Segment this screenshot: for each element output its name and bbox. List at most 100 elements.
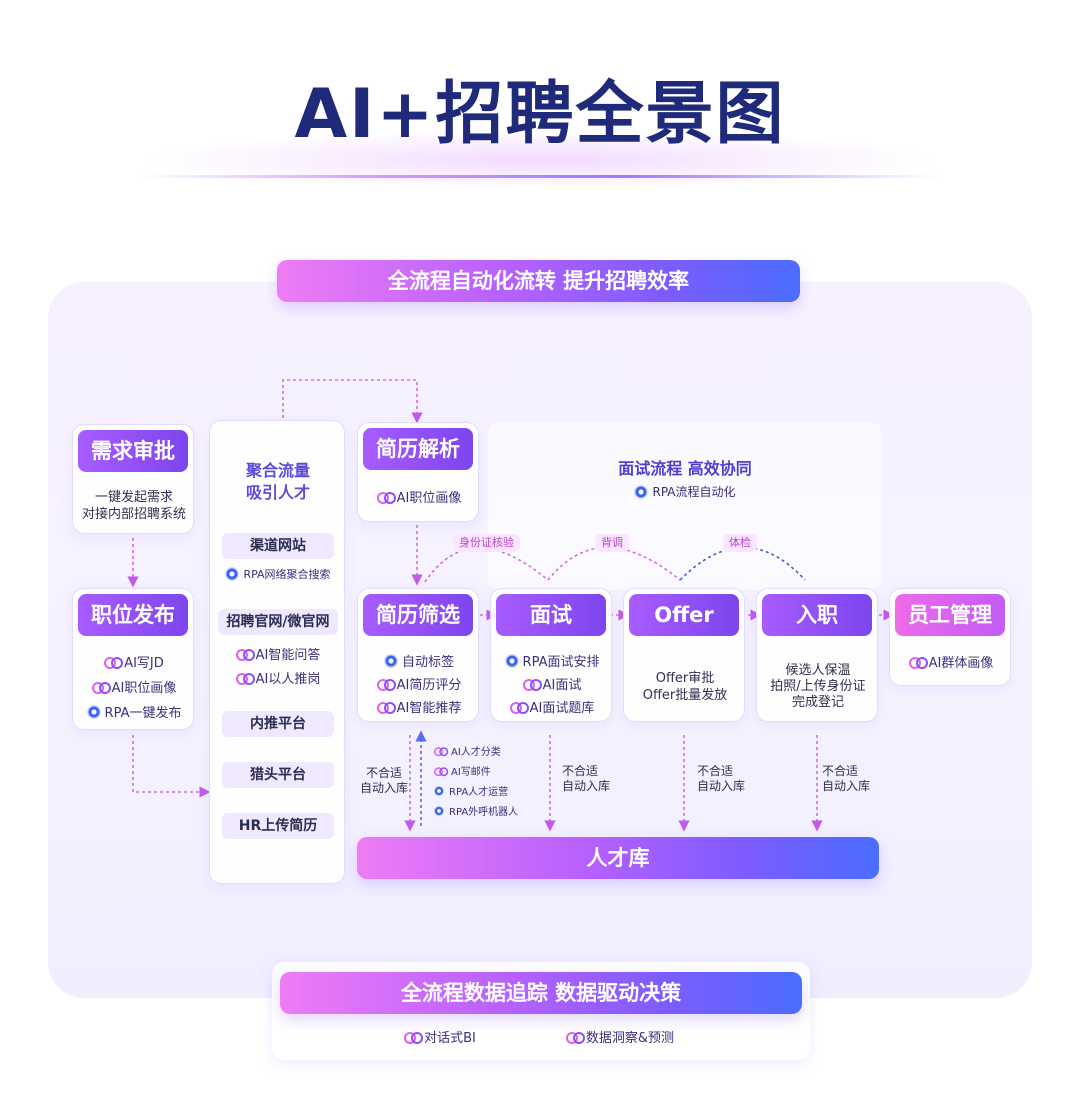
feature-text: RPA一键发布 [104, 706, 182, 721]
bottom-feature: 数据洞察&预测 [555, 1027, 685, 1046]
talent-pool-bar: 人才库 [357, 837, 879, 879]
ai-icon [376, 491, 396, 504]
demand-head: 需求审批 [78, 430, 188, 472]
bottom-feature: 对话式BI [390, 1027, 490, 1046]
feature-text: AI写JD [124, 656, 164, 671]
tag-background-check: 背调 [595, 534, 629, 552]
official-feature: AI智能问答 [210, 644, 346, 663]
official-site-pill: 招聘官网/微官网 [218, 609, 338, 635]
channel-feature: RPA网络聚合搜索 [210, 566, 346, 582]
bottom-banner: 全流程数据追踪 数据驱动决策 [280, 972, 802, 1014]
rpa-icon [433, 805, 445, 816]
interview-process-area [488, 422, 882, 590]
tool-text: AI写邮件 [451, 767, 491, 778]
onboard-card: 入职 候选人保温 拍照/上传身份证 完成登记 [756, 588, 878, 722]
referral-pill: 内推平台 [222, 711, 334, 737]
rpa-icon [504, 653, 519, 668]
reject-note-line: 自动入库 [822, 779, 871, 793]
feature-text: AI职位画像 [396, 491, 462, 506]
feature-text: AI简历评分 [396, 678, 462, 693]
ai-icon [565, 1031, 585, 1044]
reject-note-line: 自动入库 [562, 779, 611, 793]
onboard-line-2: 拍照/上传身份证 [770, 679, 866, 694]
onboard-head: 入职 [762, 594, 872, 636]
reject-note-line: 不合适 [365, 766, 402, 780]
ai-icon [104, 656, 124, 669]
aggregate-title-1: 聚合流量 [245, 461, 310, 480]
rpa-icon [86, 704, 101, 719]
reject-note-line: 不合适 [822, 764, 859, 778]
feature-text: RPA面试安排 [522, 655, 600, 670]
headhunter-pill: 猎头平台 [222, 762, 334, 788]
ai-icon [434, 746, 449, 756]
official-feature: AI以人推岗 [210, 668, 346, 687]
posting-feature: RPA一键发布 [73, 702, 195, 721]
pool-tool: AI写邮件 [432, 763, 491, 778]
tool-text: AI人才分类 [451, 747, 501, 758]
ai-icon [404, 1031, 424, 1044]
rpa-icon [225, 567, 240, 581]
demand-card: 需求审批 一键发起需求 对接内部招聘系统 [72, 424, 194, 534]
title-underline [140, 175, 940, 178]
feature-text: AI职位画像 [111, 681, 177, 696]
pool-tool: RPA外呼机器人 [432, 803, 518, 818]
feature-text: AI智能问答 [255, 648, 321, 663]
reject-note: 不合适 自动入库 [697, 764, 745, 794]
rpa-icon [634, 484, 649, 499]
interview-feature: AI面试题库 [491, 697, 613, 716]
screening-head: 简历筛选 [363, 594, 473, 636]
interview-feature: AI面试 [491, 674, 613, 693]
screening-card: 简历筛选 自动标签 AI简历评分 AI智能推荐 [357, 588, 479, 722]
ai-icon [522, 678, 542, 691]
ai-icon [509, 701, 529, 714]
interview-area-title: 面试流程 高效协同 [618, 459, 752, 478]
feature-text: RPA流程自动化 [652, 485, 736, 499]
posting-head: 职位发布 [78, 594, 188, 636]
aggregate-traffic-card: 聚合流量 吸引人才 渠道网站 RPA网络聚合搜索 招聘官网/微官网 AI智能问答… [209, 420, 345, 884]
resume-parse-head: 简历解析 [363, 428, 473, 470]
tag-id-verification: 身份证核验 [453, 534, 520, 552]
resume-parse-card: 简历解析 AI职位画像 [357, 422, 479, 522]
tool-text: RPA外呼机器人 [449, 807, 519, 818]
rpa-icon [383, 653, 398, 668]
demand-line-1: 一键发起需求 [94, 490, 173, 505]
reject-note: 不合适 自动入库 [358, 766, 410, 796]
screening-feature: AI简历评分 [358, 674, 480, 693]
feature-text: AI智能推荐 [396, 701, 462, 716]
employee-card: 员工管理 AI群体画像 [889, 588, 1011, 686]
interview-card: 面试 RPA面试安排 AI面试 AI面试题库 [490, 588, 612, 722]
posting-feature: AI写JD [73, 652, 195, 671]
ai-icon [376, 701, 396, 714]
posting-feature: AI职位画像 [73, 677, 195, 696]
screening-feature: AI智能推荐 [358, 697, 480, 716]
reject-note-line: 自动入库 [359, 781, 408, 795]
ai-icon [91, 681, 111, 694]
pool-tool: RPA人才运营 [432, 783, 508, 798]
ai-icon [434, 766, 449, 776]
feature-text: AI群体画像 [928, 656, 994, 671]
onboard-line-1: 候选人保温 [785, 663, 851, 678]
feature-text: RPA网络聚合搜索 [243, 568, 331, 581]
employee-feature: AI群体画像 [890, 652, 1012, 671]
ai-icon [908, 656, 928, 669]
hr-upload-pill: HR上传简历 [222, 813, 334, 839]
aggregate-title-2: 吸引人才 [245, 483, 310, 502]
feature-text: AI面试题库 [529, 701, 595, 716]
rpa-icon [433, 785, 445, 796]
posting-card: 职位发布 AI写JD AI职位画像 RPA一键发布 [72, 588, 194, 730]
interview-area-feature: RPA流程自动化 [488, 483, 882, 500]
screening-feature: 自动标签 [358, 651, 480, 670]
ai-icon [235, 672, 255, 685]
offer-line-2: Offer批量发放 [642, 688, 728, 703]
offer-head: Offer [629, 594, 739, 636]
feature-text: 数据洞察&预测 [585, 1031, 675, 1046]
reject-note: 不合适 自动入库 [562, 764, 610, 794]
parse-feature: AI职位画像 [358, 487, 480, 506]
ai-icon [376, 678, 396, 691]
onboard-line-3: 完成登记 [791, 695, 844, 710]
feature-text: AI以人推岗 [255, 672, 321, 687]
feature-text: AI面试 [542, 678, 582, 693]
interview-head: 面试 [496, 594, 606, 636]
reject-note-line: 不合适 [562, 764, 599, 778]
